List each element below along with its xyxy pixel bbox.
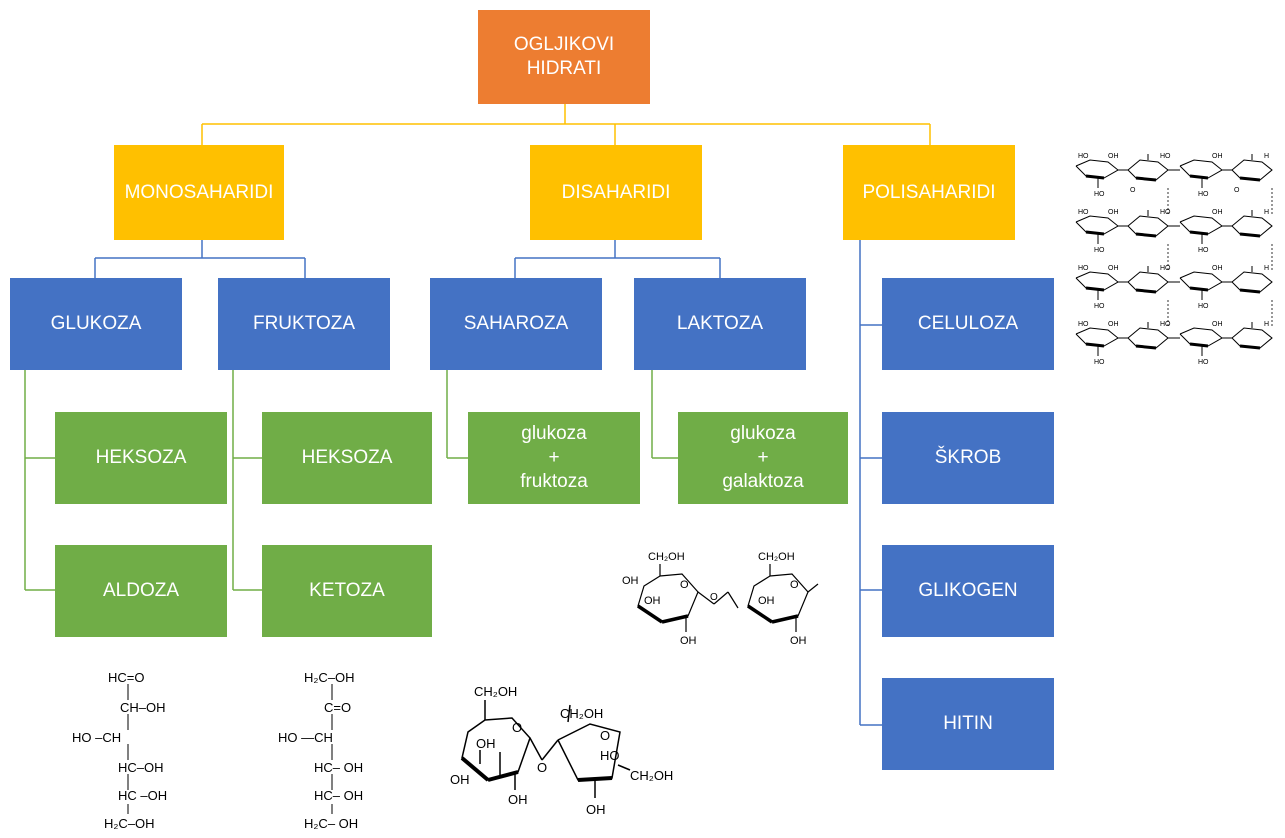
root-node: OGLJIKOVI HIDRATI <box>478 10 650 104</box>
svg-text:HO: HO <box>1198 303 1209 310</box>
fructose-chain-structure: H₂C–OH C=O HO —CH HC– OH HC– OH H₂C– OH <box>278 670 363 831</box>
svg-text:OH: OH <box>1212 209 1223 216</box>
node-glukoza-aldoza: ALDOZA <box>55 545 227 637</box>
svg-text:HO: HO <box>1094 247 1105 254</box>
sucrose-ch2oh-a: CH₂OH <box>474 684 517 699</box>
svg-text:O: O <box>1130 187 1136 194</box>
svg-text:HO: HO <box>1094 191 1105 198</box>
svg-text:HO: HO <box>1160 209 1171 216</box>
node-fruktoza-ketoza: KETOZA <box>262 545 432 637</box>
lactose-ch2oh-b: CH₂OH <box>758 551 795 563</box>
svg-text:OH: OH <box>1212 321 1223 328</box>
node-glukoza: GLUKOZA <box>10 278 182 370</box>
glucose-line-6: H₂C–OH <box>104 816 155 831</box>
sucrose-o-3: O <box>600 728 610 743</box>
fructose-line-5: HC– OH <box>314 788 363 803</box>
svg-text:O: O <box>1234 187 1240 194</box>
fructose-line-3: HO —CH <box>278 730 333 745</box>
sucrose-o-2: O <box>537 760 547 775</box>
glucose-line-4: HC–OH <box>118 760 164 775</box>
lactose-oh-3: OH <box>680 635 697 647</box>
svg-text:H: H <box>1264 153 1269 160</box>
svg-text:OH: OH <box>1108 265 1119 272</box>
lactose-ch2oh-a: CH₂OH <box>648 551 685 563</box>
svg-text:H: H <box>1264 321 1269 328</box>
lactose-oh-4: OH <box>758 595 775 607</box>
svg-text:HO: HO <box>1198 247 1209 254</box>
svg-text:OH: OH <box>1212 265 1223 272</box>
node-glikogen: GLIKOGEN <box>882 545 1054 637</box>
lactose-o-3: O <box>790 579 799 591</box>
glucose-line-2: CH–OH <box>120 700 166 715</box>
node-saharoza: SAHAROZA <box>430 278 602 370</box>
sucrose-oh-3: OH <box>508 792 528 807</box>
node-laktoza-sestava: glukoza + galaktoza <box>678 412 848 504</box>
fructose-line-2: C=O <box>324 700 351 715</box>
glucose-line-1: HC=O <box>108 670 144 685</box>
sucrose-ring-structure: CH₂OH CH₂OH CH₂OH O O O OH OH OH OH HO <box>450 684 673 817</box>
sucrose-ch2oh-b: CH₂OH <box>560 706 603 721</box>
sucrose-ch2oh-c: CH₂OH <box>630 768 673 783</box>
fructose-line-6: H₂C– OH <box>304 816 358 831</box>
node-glukoza-heksoza: HEKSOZA <box>55 412 227 504</box>
glucose-line-3: HO –CH <box>72 730 121 745</box>
lactose-oh-1: OH <box>622 575 639 587</box>
svg-text:OH: OH <box>1108 321 1119 328</box>
svg-text:HO: HO <box>1078 209 1089 216</box>
glucose-line-5: HC –OH <box>118 788 167 803</box>
svg-text:HO: HO <box>1160 153 1171 160</box>
node-celuloza: CELULOZA <box>882 278 1054 370</box>
sucrose-o-1: O <box>512 720 522 735</box>
sucrose-oh-4: OH <box>586 802 606 817</box>
svg-text:OH: OH <box>1108 153 1119 160</box>
fructose-line-1: H₂C–OH <box>304 670 355 685</box>
node-saharoza-sestava: glukoza + fruktoza <box>468 412 640 504</box>
node-hitin: HITIN <box>882 678 1054 770</box>
sucrose-ho: HO <box>600 748 620 763</box>
node-skrob: ŠKROB <box>882 412 1054 504</box>
category-polisaharidi: POLISAHARIDI <box>843 145 1015 240</box>
glucose-chain-structure: HC=O CH–OH HO –CH HC–OH HC –OH H₂C–OH <box>72 670 167 831</box>
svg-text:H: H <box>1264 265 1269 272</box>
category-disaharidi: DISAHARIDI <box>530 145 702 240</box>
lactose-o-2: O <box>710 592 718 603</box>
svg-text:HO: HO <box>1094 303 1105 310</box>
category-monosaharidi: MONOSAHARIDI <box>114 145 284 240</box>
svg-text:OH: OH <box>1212 153 1223 160</box>
svg-text:HO: HO <box>1198 191 1209 198</box>
node-fruktoza-heksoza: HEKSOZA <box>262 412 432 504</box>
sucrose-oh-1: OH <box>476 736 496 751</box>
node-laktoza: LAKTOZA <box>634 278 806 370</box>
sucrose-oh-2: OH <box>450 772 470 787</box>
lactose-oh-5: OH <box>790 635 807 647</box>
svg-text:HO: HO <box>1078 153 1089 160</box>
svg-text:HO: HO <box>1078 321 1089 328</box>
svg-text:OH: OH <box>1108 209 1119 216</box>
svg-text:HO: HO <box>1078 265 1089 272</box>
fructose-line-4: HC– OH <box>314 760 363 775</box>
lactose-o-1: O <box>680 579 689 591</box>
svg-text:HO: HO <box>1160 265 1171 272</box>
svg-text:HO: HO <box>1198 359 1209 366</box>
lactose-oh-2: OH <box>644 595 661 607</box>
node-fruktoza: FRUKTOZA <box>218 278 390 370</box>
lactose-ring-structure: CH₂OH CH₂OH O O O OH OH OH OH OH <box>622 551 819 647</box>
svg-text:HO: HO <box>1094 359 1105 366</box>
svg-text:HO: HO <box>1160 321 1171 328</box>
svg-text:H: H <box>1264 209 1269 216</box>
